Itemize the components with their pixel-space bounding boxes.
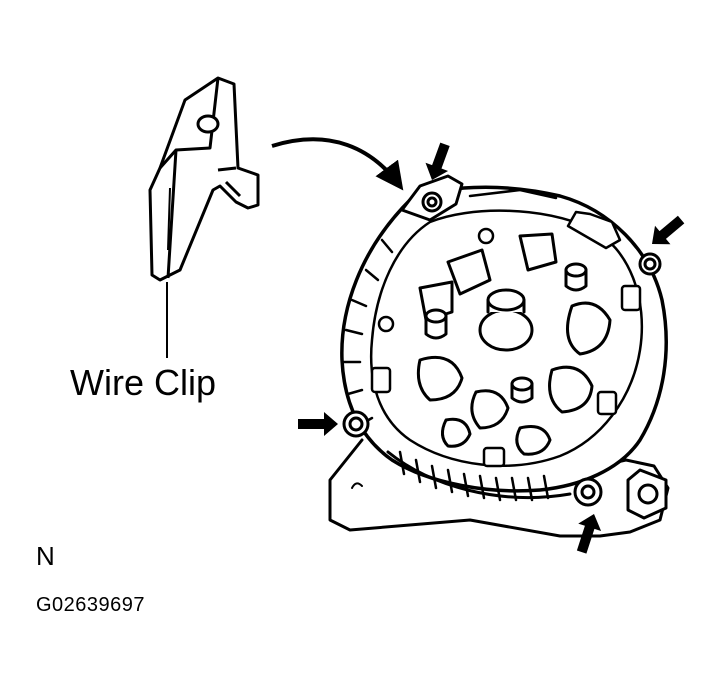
wire-clip-bracket xyxy=(148,76,260,282)
bolt-arrows xyxy=(298,142,685,554)
arrow-icon-right xyxy=(652,215,685,245)
curved-arrow-icon xyxy=(271,137,404,191)
alternator-rear-housing xyxy=(328,174,670,538)
arrow-icon-top xyxy=(425,142,450,180)
view-letter: N xyxy=(36,541,55,571)
arrow-icon-bottom xyxy=(576,514,602,554)
figure-code: G02639697 xyxy=(36,594,146,616)
mounting-nuts xyxy=(342,191,662,507)
arrow-icon-left xyxy=(298,412,338,436)
wire-clip-label: Wire Clip xyxy=(70,362,217,403)
